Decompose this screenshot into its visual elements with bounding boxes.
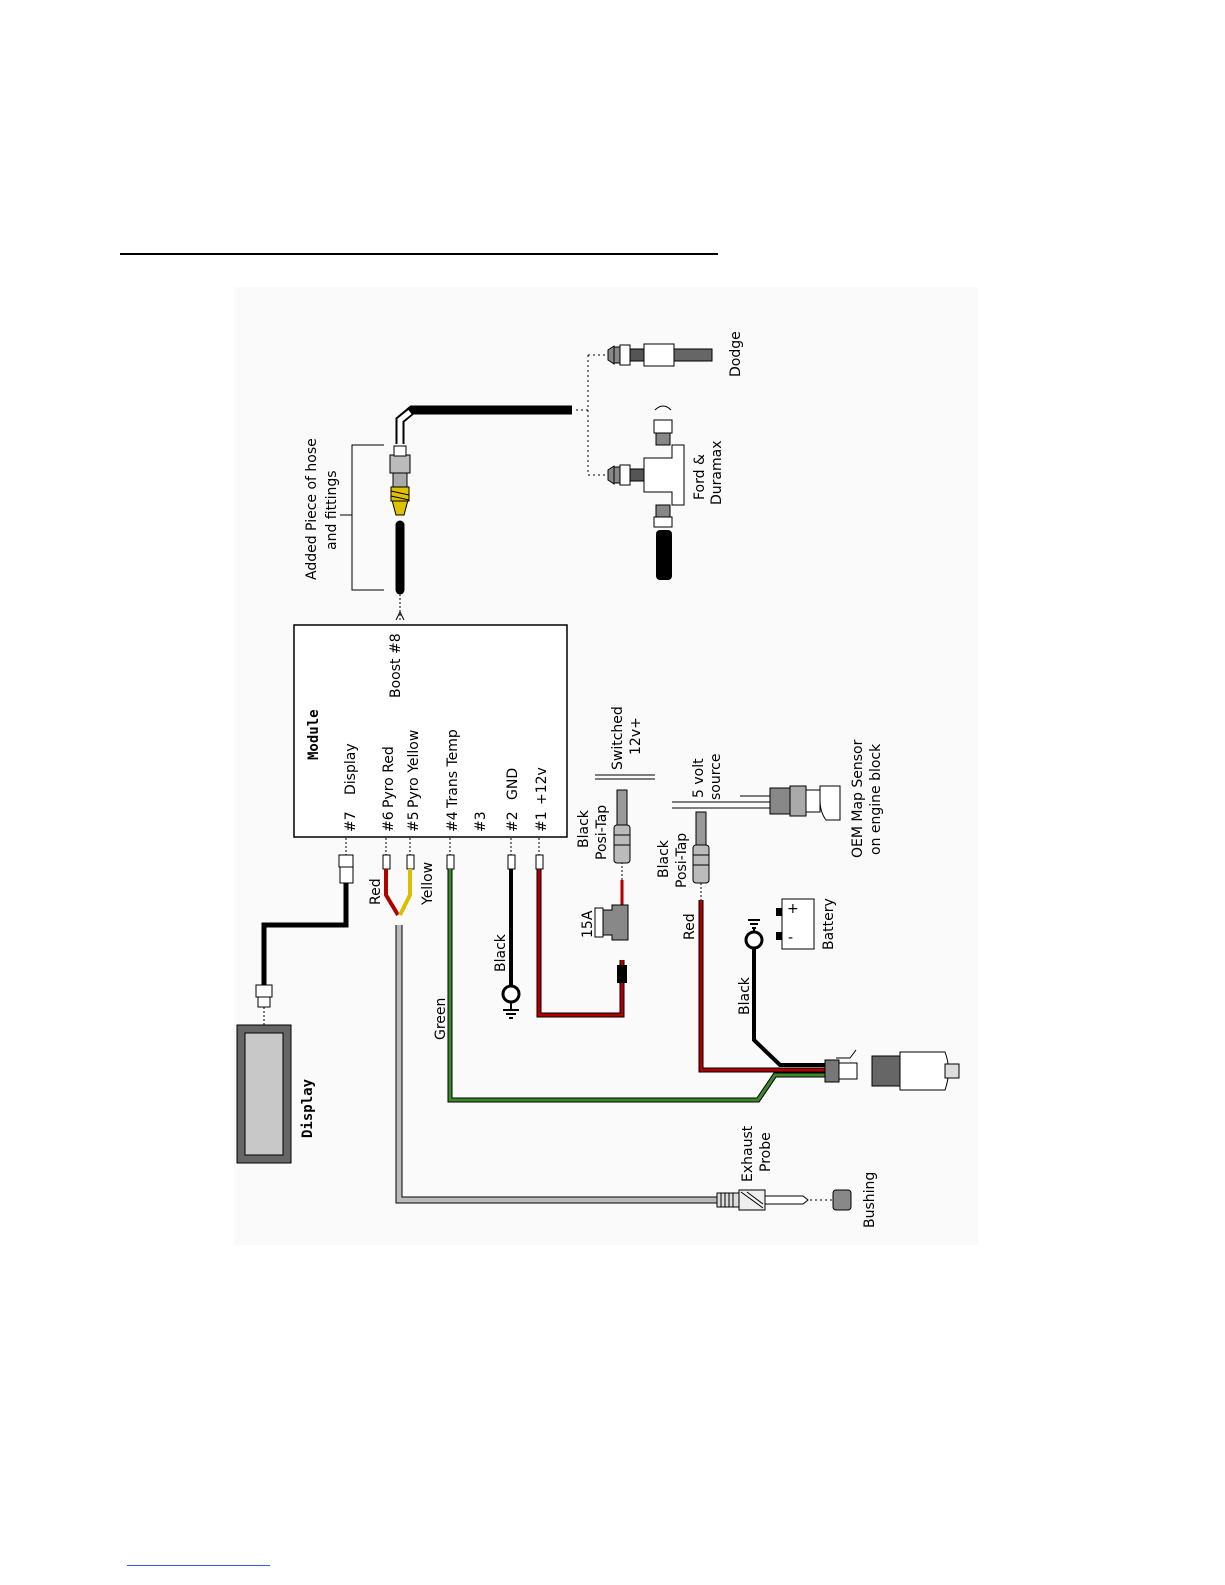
pin-dotted-leads <box>345 838 540 855</box>
hose-bracket <box>351 444 384 591</box>
pin-5-num: #5 <box>406 811 422 832</box>
pin-3: #3 <box>473 811 489 832</box>
yellow-wire-label: Yellow <box>420 862 436 906</box>
hose-label-1: Added Piece of hose <box>304 438 320 580</box>
pin-7-name: Display <box>343 743 359 795</box>
probe-thread-lines <box>720 1193 734 1207</box>
exhaust-label-1: Exhaust <box>740 1125 756 1182</box>
green-wire-label: Green <box>433 998 449 1040</box>
five-volt-label-1: 5 volt <box>691 758 707 798</box>
split-dotted-leads <box>576 354 608 476</box>
exhaust-label-2: Probe <box>758 1132 774 1172</box>
black-gnd-label: Black <box>493 933 509 972</box>
pin-2-num: #2 <box>505 811 521 832</box>
pin-1-num: #1 <box>534 811 550 832</box>
footer-link-underline <box>127 1565 270 1566</box>
red-5v-wire-label: Red <box>682 913 698 940</box>
probe-cable <box>396 925 717 1203</box>
dodge-label: Dodge <box>728 331 744 377</box>
ford-label-1: Ford & <box>692 454 708 500</box>
probe-threads <box>716 1192 740 1208</box>
pin-3-num: #3 <box>473 811 489 832</box>
display-screen <box>244 1032 284 1156</box>
module-title: Module <box>306 709 322 760</box>
bushing-icon <box>832 1189 852 1211</box>
probe-tip <box>764 1195 809 1205</box>
boost-label: Boost #8 <box>388 633 404 698</box>
battery-minus: - <box>788 930 793 946</box>
pin-5-name: Pyro Yellow <box>406 730 422 808</box>
pin-4-num: #4 <box>445 811 461 832</box>
module-box <box>293 624 568 838</box>
brass-fitting-icon <box>389 445 411 516</box>
pin-7-num: #7 <box>343 811 359 832</box>
map-sensor-label-2: on engine block <box>868 743 884 855</box>
posi-tap-1-icon <box>613 789 631 864</box>
red-5v-wire <box>699 900 825 1072</box>
red-wire-label: Red <box>368 878 384 905</box>
pyro-red-wire <box>384 869 400 917</box>
pin-7: #7 Display <box>343 743 359 832</box>
posi-tap-1-label-2: Posi-Tap <box>594 805 610 860</box>
bushing-label: Bushing <box>862 1172 878 1228</box>
black-battery-label: Black <box>737 976 753 1015</box>
black-battery-wire <box>752 948 825 1067</box>
display-cable <box>261 883 349 985</box>
posi-tap-2-label-1: Black <box>656 839 672 878</box>
gnd-ring-icon <box>501 984 521 1004</box>
posi-tap-2-label-2: Posi-Tap <box>674 833 690 888</box>
dodge-fitting-icon <box>607 343 713 367</box>
pyro-yellow-wire <box>398 869 412 916</box>
display-connector-top <box>338 854 354 884</box>
battery-icon <box>776 898 815 950</box>
pin-2: #2 GND <box>505 768 521 832</box>
pin-6-num: #6 <box>381 811 397 832</box>
pin-2-name: GND <box>505 768 521 800</box>
trans-temp-sensor-icon <box>824 1049 960 1091</box>
inline-splice <box>617 965 627 983</box>
map-sensor-icon <box>769 785 841 821</box>
pin-6: #6 Pyro Red <box>381 746 397 832</box>
top-rule <box>120 253 718 255</box>
battery-ring-icon <box>744 930 764 950</box>
switched-label-2: 12v+ <box>628 717 644 755</box>
pin-4: #4 Trans Temp <box>445 729 461 832</box>
ground-symbol-icon <box>503 1002 519 1019</box>
pin-6-name: Pyro Red <box>381 746 397 808</box>
five-volt-label-2: source <box>708 754 724 801</box>
display-title: Display <box>300 1078 316 1138</box>
pin-1: #1 +12v <box>534 767 550 832</box>
ford-duramax-fitting-icon <box>607 405 685 580</box>
battery-plus: + <box>787 901 799 917</box>
hose-label-2: and fittings <box>324 470 340 550</box>
pin-1-name: +12v <box>534 767 550 805</box>
pin-5: #5 Pyro Yellow <box>406 730 422 832</box>
power-wire <box>537 869 624 1017</box>
switched-label-1: Switched <box>610 706 626 770</box>
ford-label-2: Duramax <box>709 441 725 506</box>
battery-label: Battery <box>821 898 837 950</box>
map-sensor-label-1: OEM Map Sensor <box>850 739 866 858</box>
fuse-label: 15A <box>580 910 596 938</box>
green-wire <box>448 869 825 1102</box>
battery-ground-symbol-icon <box>748 919 760 932</box>
display-connector-bottom <box>255 984 273 1008</box>
hose-elbow <box>397 410 412 444</box>
pin-4-name: Trans Temp <box>445 729 461 809</box>
posi-tap-1-label-1: Black <box>576 809 592 848</box>
